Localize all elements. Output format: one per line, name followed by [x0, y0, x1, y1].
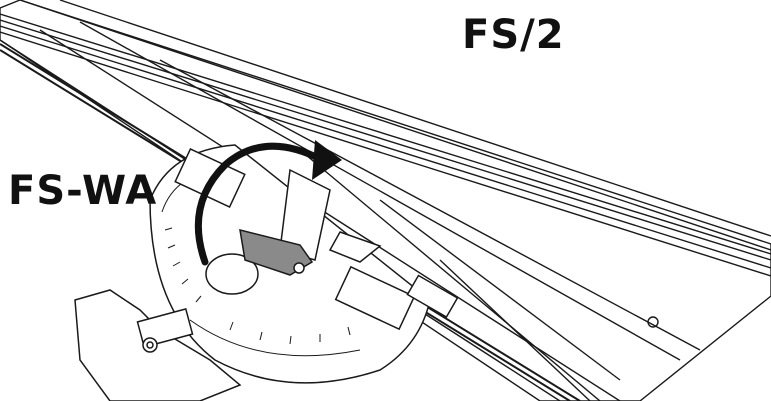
end-clamp	[406, 274, 459, 319]
pivot-opening	[205, 253, 259, 295]
fence-arm	[279, 168, 331, 261]
arrow-head	[312, 140, 342, 180]
angle-scale-lower	[189, 319, 361, 357]
base-screw	[142, 337, 158, 353]
angle-guide	[74, 144, 459, 401]
base-screw-inner	[146, 341, 154, 349]
stop-tab	[328, 231, 382, 263]
rail-hole	[647, 316, 659, 328]
angle-guide-label: FS-WA	[8, 168, 158, 214]
rail-label: FS/2	[462, 12, 565, 58]
clamp-block-right	[334, 265, 416, 331]
curved-arrow-icon	[194, 142, 326, 266]
lock-knob	[293, 262, 305, 274]
scale-ticks	[164, 227, 351, 345]
